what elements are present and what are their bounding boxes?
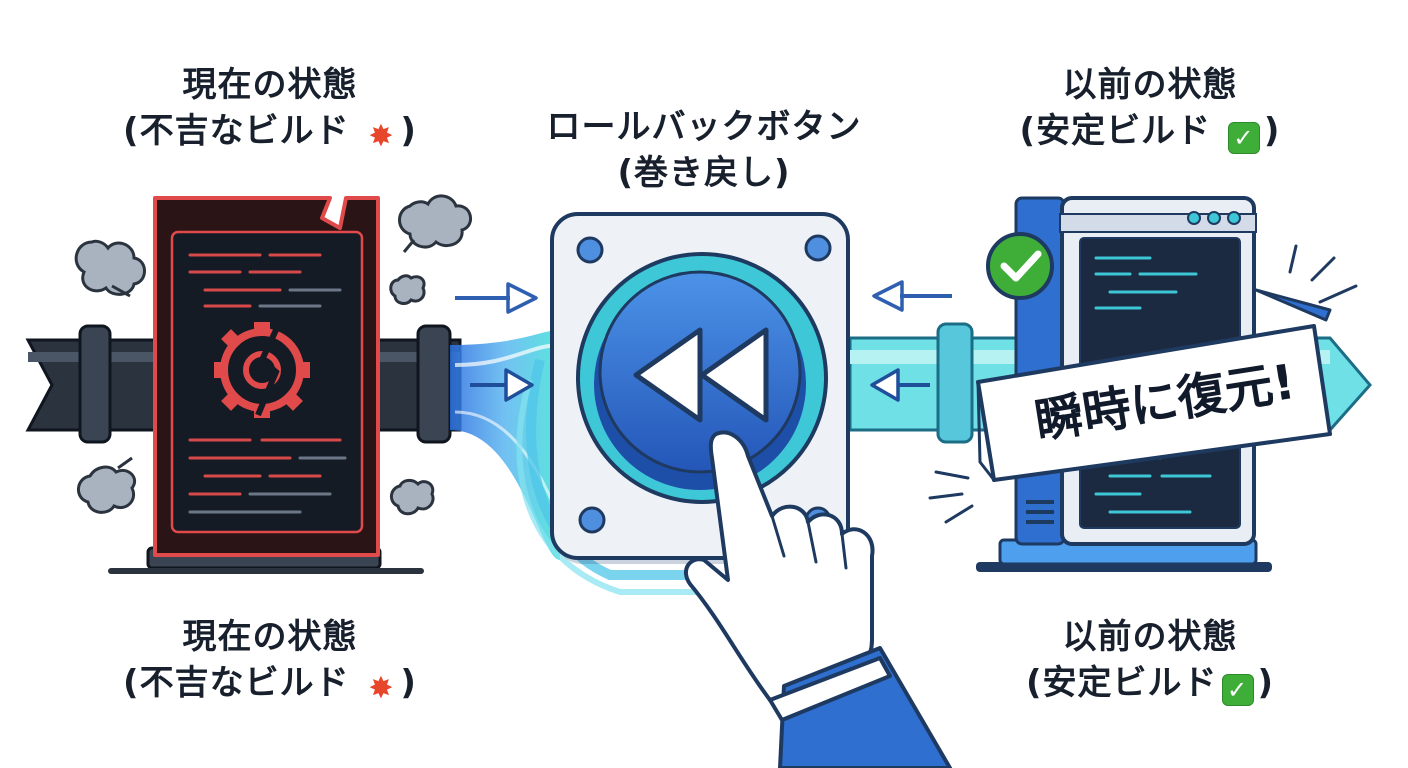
- rewind-icon: [633, 327, 769, 423]
- check-icon: ✓: [1227, 122, 1260, 154]
- current-state-title-bottom: 現在の状態: [182, 617, 358, 657]
- rollback-title: ロールバックボタン: [546, 107, 862, 147]
- previous-state-subtitle: (安定ビルド ✓): [1019, 111, 1281, 154]
- current-state-subtitle: (不吉なビルド ✸): [123, 111, 417, 154]
- previous-state-label-bottom: 以前の状態 (安定ビルド✓): [960, 614, 1340, 706]
- previous-state-subtitle-bottom: (安定ビルド✓): [1025, 663, 1275, 706]
- current-state-subtitle-bottom: (不吉なビルド ✸): [123, 663, 417, 706]
- pointing-hand-icon: [684, 430, 952, 768]
- rollback-button-label: ロールバックボタン (巻き戻し): [500, 104, 908, 196]
- rollback-flow-stream: [450, 330, 720, 595]
- broken-build-monitor: [108, 196, 424, 574]
- explosion-icon: ✸: [368, 119, 395, 154]
- flow-arrows: [455, 280, 952, 402]
- rollback-subtitle: (巻き戻し): [617, 153, 791, 193]
- current-state-label-top: 現在の状態 (不吉なビルド ✸): [90, 62, 450, 154]
- restore-banner: [976, 288, 1332, 482]
- current-state-title: 現在の状態: [182, 65, 358, 105]
- rewind-button[interactable]: [576, 252, 828, 504]
- success-check-icon: [986, 232, 1054, 300]
- previous-state-label-top: 以前の状態 (安定ビルド ✓): [960, 62, 1340, 154]
- smoke-clouds: [74, 194, 472, 516]
- previous-state-title-bottom: 以前の状態: [1062, 617, 1238, 657]
- check-icon: ✓: [1221, 674, 1254, 706]
- broken-gear-icon: [214, 322, 310, 418]
- previous-state-title: 以前の状態: [1062, 65, 1238, 105]
- current-state-label-bottom: 現在の状態 (不吉なビルド ✸): [90, 614, 450, 706]
- explosion-icon: ✸: [368, 671, 395, 706]
